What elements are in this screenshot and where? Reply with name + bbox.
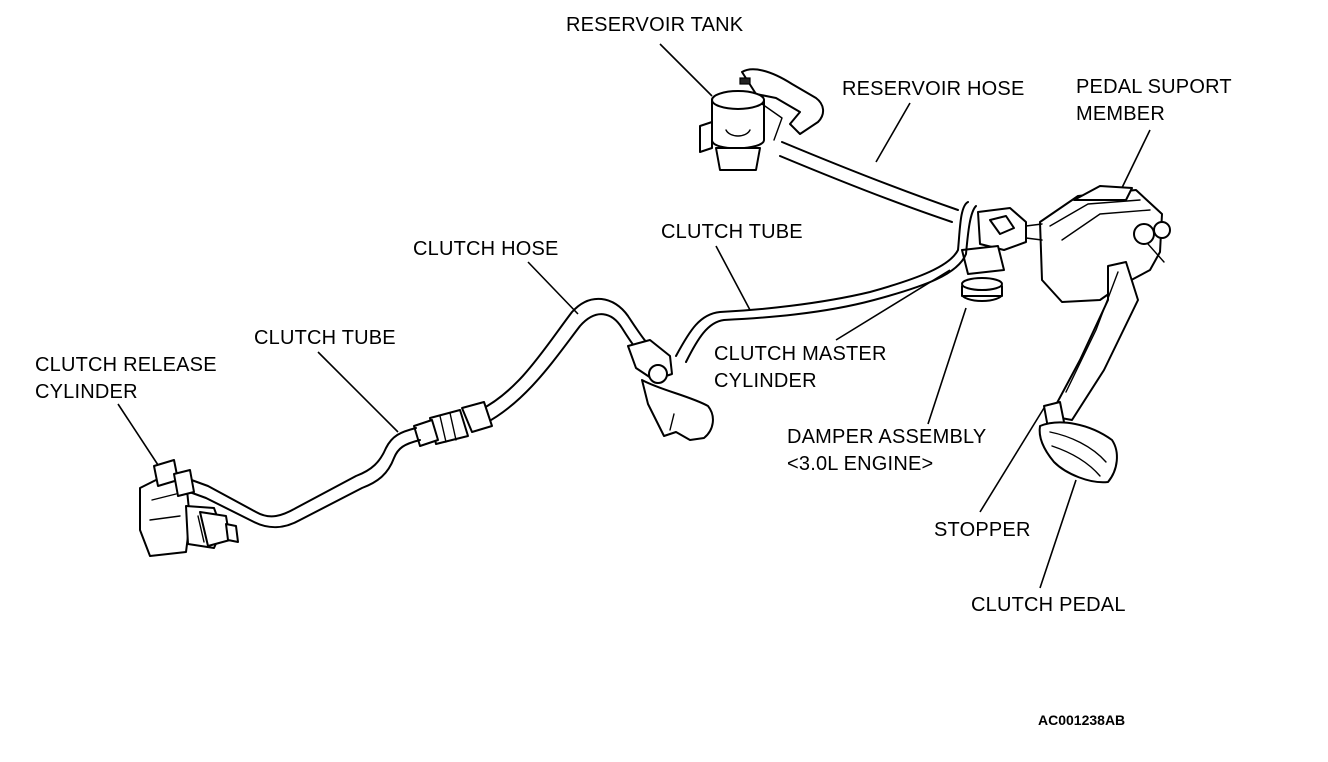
leader-clutch-release-cylinder: [117, 403, 161, 469]
leader-clutch-tube-upper: [715, 245, 751, 311]
label-clutch-release-cylinder-line2: CYLINDER: [35, 381, 138, 403]
leader-reservoir-tank: [659, 43, 713, 97]
label-damper-assembly-line2: <3.0L ENGINE>: [787, 453, 934, 475]
clutch-master-cylinder: [961, 207, 1043, 275]
clutch-release-cylinder: [139, 459, 239, 557]
leader-damper-assembly: [927, 307, 967, 425]
clutch-tube-upper: [675, 201, 977, 363]
label-clutch-tube-upper: CLUTCH TUBE: [661, 221, 803, 243]
label-clutch-master-cylinder-line2: CYLINDER: [714, 370, 817, 392]
leader-lines: [117, 43, 1151, 589]
label-reservoir-tank: RESERVOIR TANK: [566, 14, 744, 36]
label-stopper: STOPPER: [934, 519, 1031, 541]
reservoir-hose: [779, 141, 959, 223]
clutch-tube-lower: [183, 427, 421, 528]
label-clutch-tube-lower: CLUTCH TUBE: [254, 327, 396, 349]
label-clutch-hose: CLUTCH HOSE: [413, 238, 559, 260]
leader-pedal-support-member: [1117, 129, 1151, 197]
label-pedal-support-member-line1: PEDAL SUPORT: [1076, 76, 1232, 98]
leader-clutch-tube-lower: [317, 351, 399, 433]
label-clutch-release-cylinder-line1: CLUTCH RELEASE: [35, 354, 217, 376]
pedal-support-member: [1039, 185, 1171, 303]
damper-assembly: [961, 277, 1003, 302]
label-reservoir-hose: RESERVOIR HOSE: [842, 78, 1025, 100]
clutch-hose: [413, 297, 714, 447]
leader-reservoir-hose: [875, 102, 911, 163]
leader-clutch-pedal: [1039, 479, 1077, 589]
label-pedal-support-member-line2: MEMBER: [1076, 103, 1165, 125]
label-damper-assembly-line1: DAMPER ASSEMBLY: [787, 426, 987, 448]
leader-stopper: [979, 407, 1045, 513]
reservoir-tank: [699, 68, 824, 171]
figure-code: AC001238AB: [1038, 712, 1126, 728]
label-clutch-pedal: CLUTCH PEDAL: [971, 594, 1126, 616]
clutch-pedal: [1038, 261, 1139, 484]
leader-clutch-hose: [527, 261, 579, 315]
label-clutch-master-cylinder-line1: CLUTCH MASTER: [714, 343, 887, 365]
